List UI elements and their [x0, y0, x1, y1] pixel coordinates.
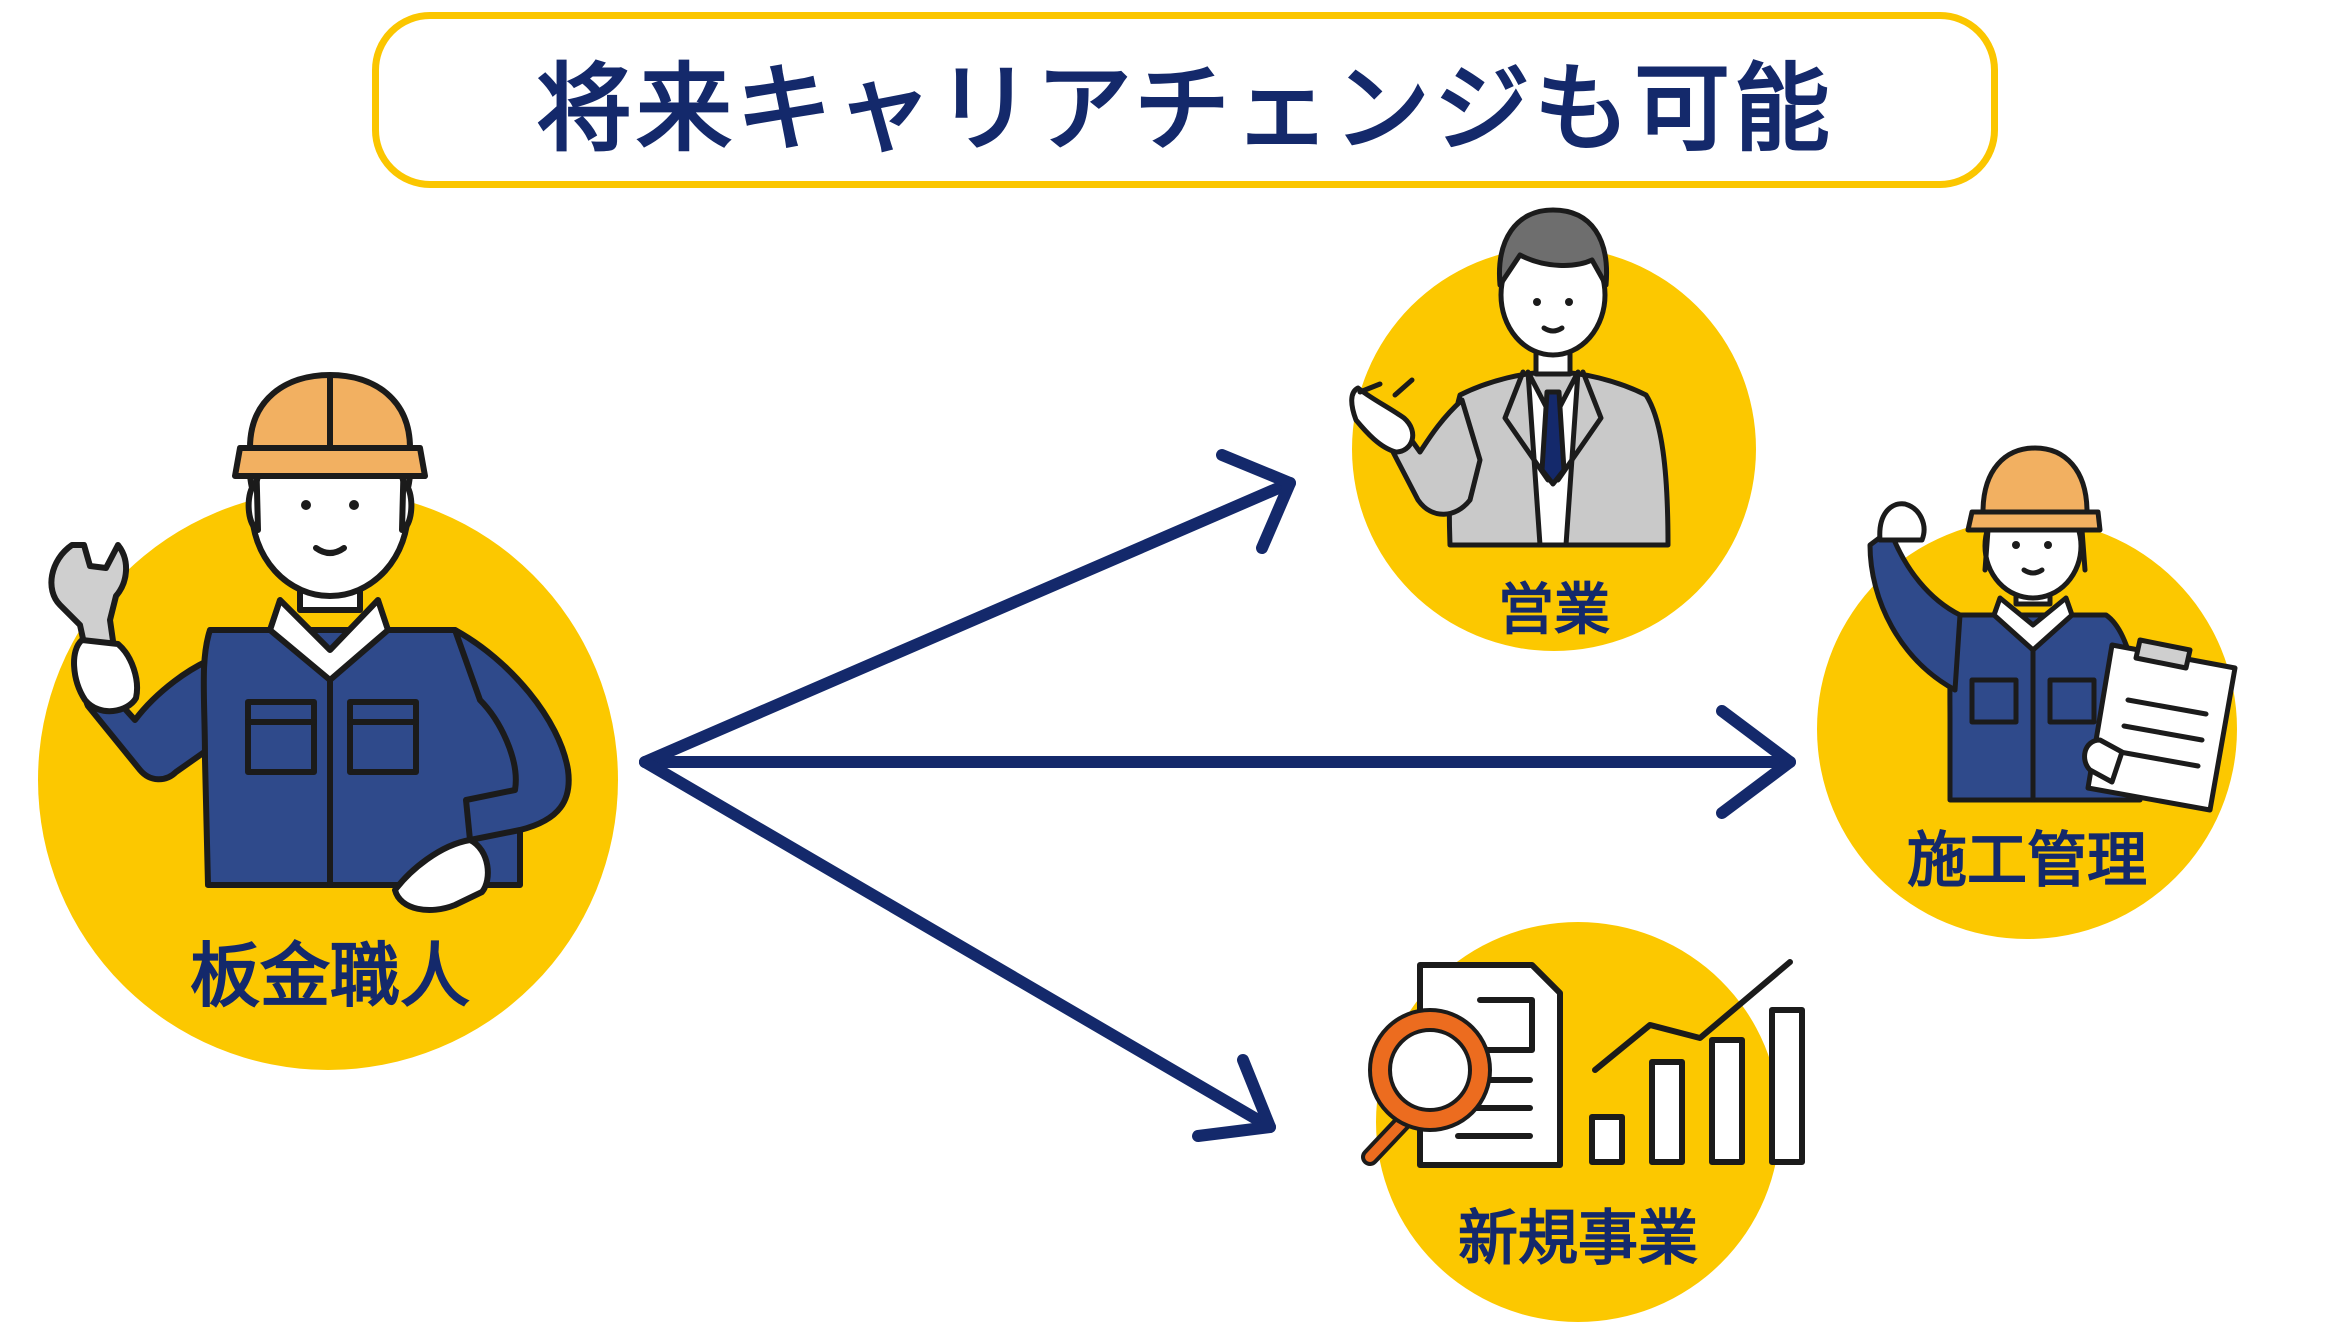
arrow-head-business: [1192, 1054, 1276, 1142]
growth-chart-icon: [1589, 959, 1805, 1165]
title-box: 将来キャリアチェンジも可能: [372, 12, 1998, 188]
sheet-metal-worker-illustration: [48, 372, 572, 913]
business-label: 新規事業: [1458, 1204, 1698, 1274]
arrow-to-business: [639, 756, 1276, 1133]
arrow-head-sales: [1216, 449, 1296, 554]
sales-label: 営業: [1498, 578, 1610, 643]
arrows: [639, 449, 1796, 1142]
new-business-analysis-illustration: [1361, 959, 1805, 1168]
salesperson-illustration: [1349, 207, 1671, 548]
worker-label: 板金職人: [190, 935, 470, 1017]
manager-label: 施工管理: [1907, 826, 2147, 896]
page-title: 将来キャリアチェンジも可能: [535, 52, 1835, 165]
arrow-to-sales: [639, 477, 1296, 768]
arrow-head-manager: [1716, 705, 1796, 819]
magnifier-icon: [1361, 1008, 1492, 1166]
construction-manager-illustration: [1867, 445, 2238, 813]
clipboard-icon: [2085, 637, 2238, 813]
